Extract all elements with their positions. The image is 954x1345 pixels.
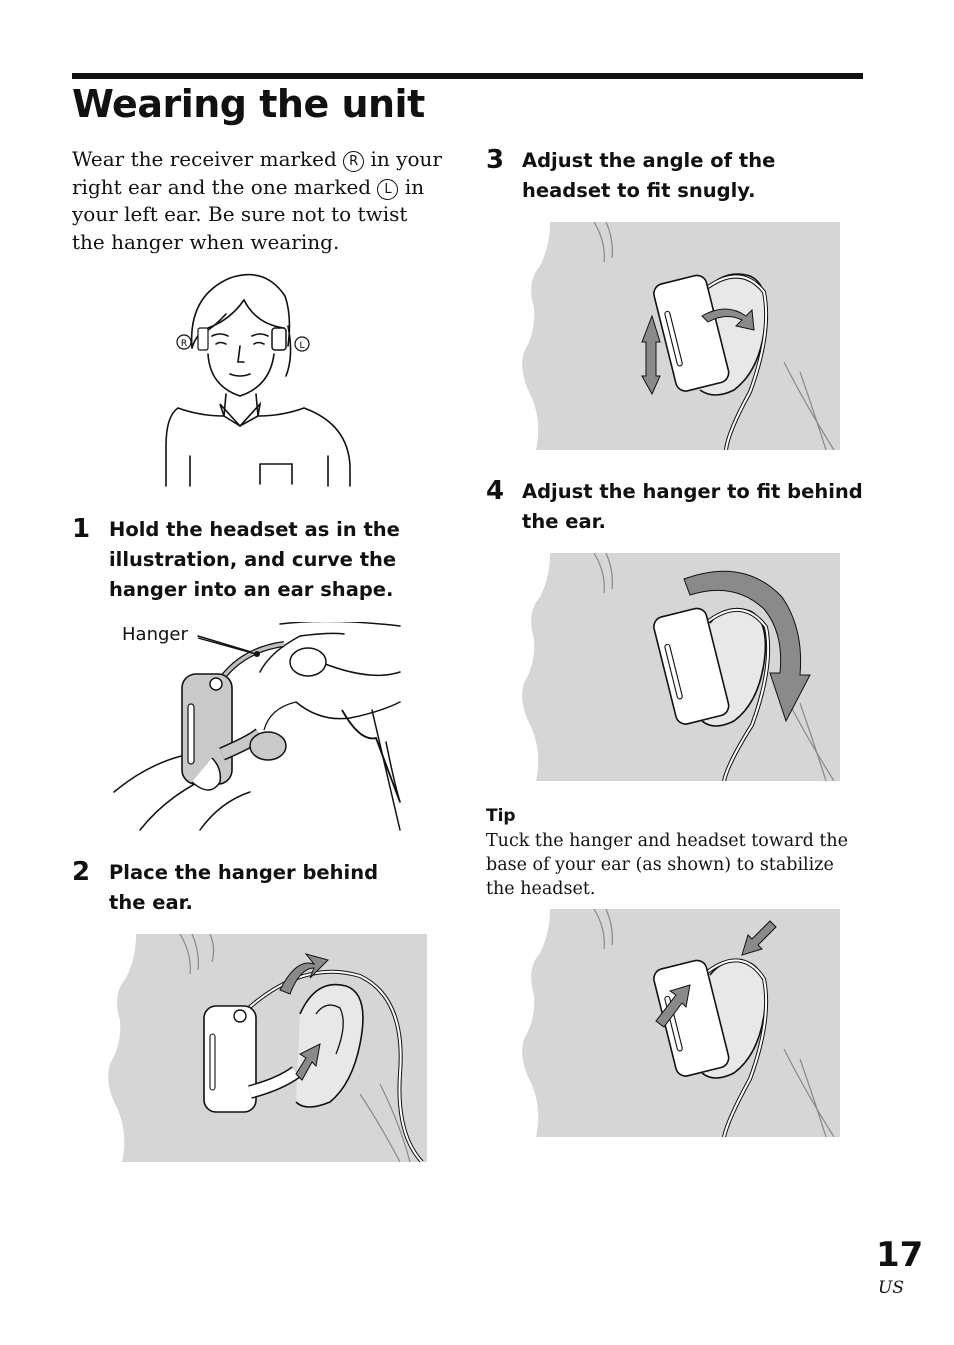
person-wearing-headset-illustration: R L — [165, 273, 351, 487]
intro-text-2: in your right ear and the one marked — [72, 147, 442, 199]
intro-paragraph: Wear the receiver marked R in your right… — [72, 146, 444, 256]
tip-text: Tuck the hanger and headset toward the b… — [486, 831, 849, 899]
step-1-number: 1 — [72, 514, 91, 544]
left-mark-icon — [294, 336, 310, 352]
page-number: 17 — [876, 1235, 924, 1275]
tuck-headset-illustration — [522, 909, 840, 1137]
hanger-callout-line — [197, 637, 260, 657]
step-2-number: 2 — [72, 857, 91, 887]
intro-text-1: Wear the receiver marked — [72, 147, 344, 171]
right-mark-icon — [176, 334, 192, 350]
tip-label: Tip — [486, 806, 516, 826]
left-mark-icon: L — [377, 178, 399, 200]
figure-mark-l: L — [299, 341, 304, 351]
title-rule — [72, 73, 863, 79]
region-code: US — [878, 1278, 904, 1298]
figure-mark-r: R — [181, 339, 187, 349]
step-2-text: Place the hanger behind the ear. — [109, 861, 379, 914]
page-title: Wearing the unit — [72, 82, 425, 126]
step-1-text: Hold the headset as in the illustration,… — [109, 518, 400, 601]
adjust-headset-angle-illustration — [522, 222, 840, 450]
step-4-text: Adjust the hanger to fit behind the ear. — [522, 480, 863, 533]
hanger-callout-label: Hanger — [122, 624, 188, 645]
right-mark-icon: R — [343, 151, 365, 172]
adjust-hanger-behind-ear-illustration — [522, 553, 840, 781]
intro-text-3: in your left ear. Be sure not to twist t… — [72, 174, 425, 254]
step-4-number: 4 — [486, 476, 505, 506]
step-3-number: 3 — [486, 145, 505, 175]
hanger-behind-ear-illustration — [108, 934, 427, 1162]
hand-holding-headset-illustration — [113, 622, 401, 831]
step-3-text: Adjust the angle of the headset to fit s… — [522, 149, 776, 202]
